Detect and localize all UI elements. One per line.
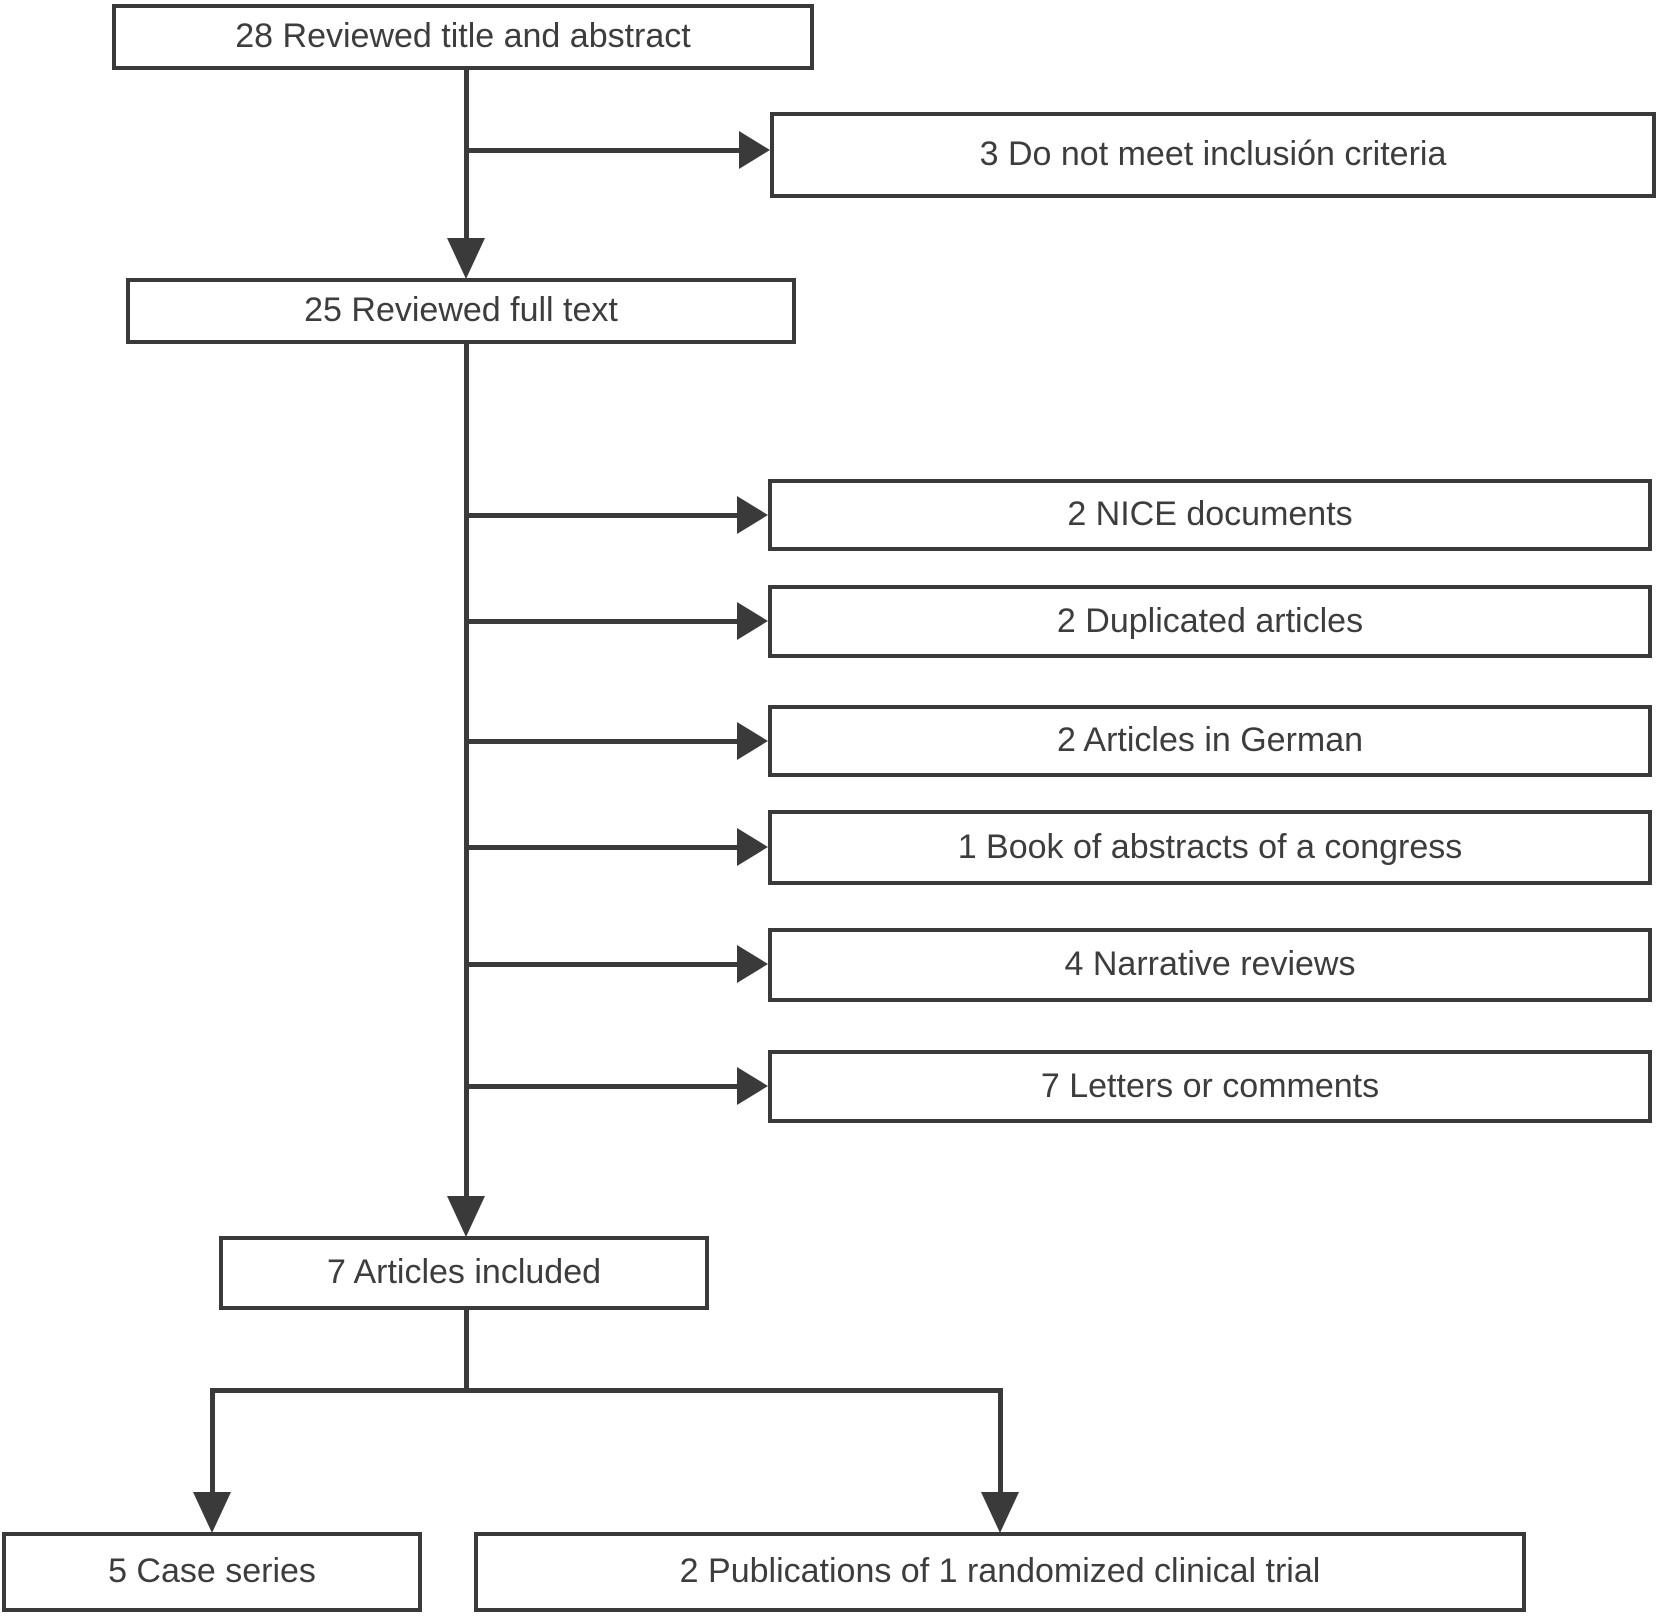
node-letters-or-comments: 7 Letters or comments	[768, 1050, 1652, 1123]
node-reviewed-full-text-label: 25 Reviewed full text	[304, 291, 618, 330]
connector-split-to-publications	[998, 1388, 1003, 1492]
node-case-series: 5 Case series	[2, 1532, 422, 1612]
node-nice-documents: 2 NICE documents	[768, 479, 1652, 551]
connector-to-articles-in-german	[464, 739, 738, 744]
arrowhead-down-to-case-series-icon	[193, 1492, 231, 1533]
arrowhead-right-to-articles-in-german-icon	[737, 722, 768, 760]
connector-title-to-fulltext	[464, 70, 469, 240]
connector-to-letters-or-comments	[464, 1084, 738, 1089]
node-narrative-reviews: 4 Narrative reviews	[768, 928, 1652, 1002]
arrowhead-right-to-nice-documents-icon	[737, 496, 768, 534]
connector-included-to-split	[464, 1310, 469, 1393]
arrowhead-down-to-publications-icon	[981, 1492, 1019, 1533]
arrowhead-down-to-fulltext-icon	[447, 238, 485, 279]
connector-to-duplicated-articles	[464, 619, 738, 624]
arrowhead-right-to-duplicated-articles-icon	[737, 602, 768, 640]
connector-split-horizontal	[210, 1388, 1003, 1393]
arrowhead-right-to-letters-or-comments-icon	[737, 1067, 768, 1105]
node-duplicated-articles-label: 2 Duplicated articles	[1056, 601, 1364, 640]
arrowhead-right-to-exclusion-icon	[739, 131, 770, 169]
arrowhead-right-to-book-of-abstracts-icon	[737, 828, 768, 866]
node-book-of-abstracts-label: 1 Book of abstracts of a congress	[957, 827, 1463, 866]
node-duplicated-articles: 2 Duplicated articles	[768, 585, 1652, 658]
arrowhead-down-to-included-icon	[447, 1196, 485, 1237]
connector-to-book-of-abstracts	[464, 845, 738, 850]
node-reviewed-title-abstract: 28 Reviewed title and abstract	[112, 4, 814, 70]
connector-to-nice-documents	[464, 513, 738, 518]
connector-split-to-case-series	[210, 1388, 215, 1492]
node-publications-rct-label: 2 Publications of 1 randomized clinical …	[679, 1552, 1321, 1591]
node-narrative-reviews-label: 4 Narrative reviews	[1064, 945, 1356, 984]
node-publications-rct: 2 Publications of 1 randomized clinical …	[474, 1532, 1526, 1612]
node-not-meet-inclusion-label: 3 Do not meet inclusión criteria	[979, 135, 1447, 174]
node-reviewed-full-text: 25 Reviewed full text	[126, 278, 796, 344]
node-articles-in-german: 2 Articles in German	[768, 705, 1652, 777]
connector-fulltext-to-included	[464, 344, 469, 1196]
connector-to-narrative-reviews	[464, 962, 738, 967]
node-articles-included: 7 Articles included	[219, 1236, 709, 1310]
node-book-of-abstracts: 1 Book of abstracts of a congress	[768, 810, 1652, 885]
connector-title-to-exclusion	[464, 148, 740, 153]
node-articles-in-german-label: 2 Articles in German	[1056, 721, 1364, 760]
node-reviewed-title-abstract-label: 28 Reviewed title and abstract	[235, 17, 691, 56]
node-not-meet-inclusion: 3 Do not meet inclusión criteria	[770, 112, 1656, 198]
node-letters-or-comments-label: 7 Letters or comments	[1040, 1066, 1380, 1105]
node-articles-included-label: 7 Articles included	[326, 1253, 602, 1292]
node-nice-documents-label: 2 NICE documents	[1067, 495, 1353, 534]
arrowhead-right-to-narrative-reviews-icon	[737, 945, 768, 983]
node-case-series-label: 5 Case series	[108, 1552, 316, 1591]
